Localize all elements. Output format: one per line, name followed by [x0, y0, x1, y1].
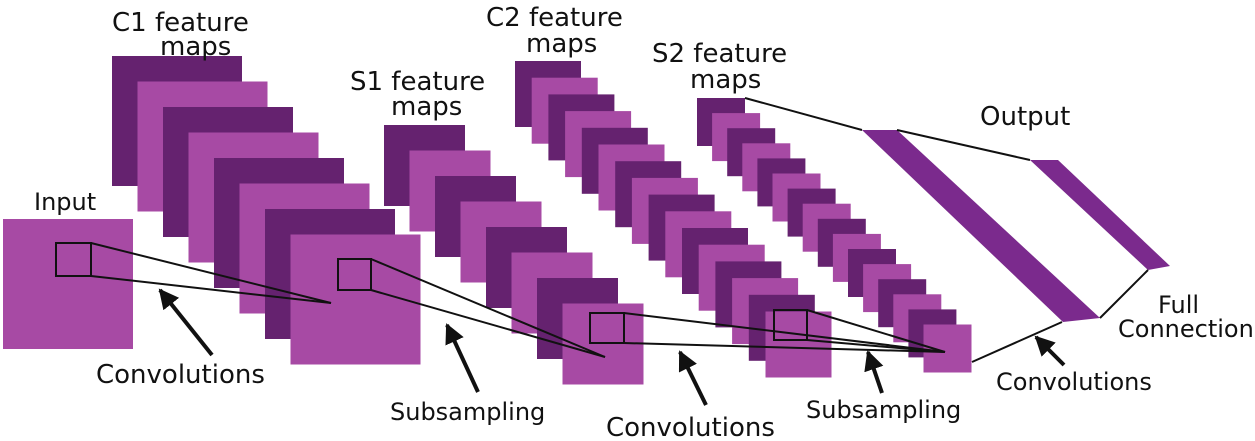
s1-receptive-field — [589, 312, 625, 344]
arrow-convolutions-1 — [158, 288, 214, 357]
subsampling-label-1: Subsampling — [390, 398, 545, 426]
c1-feature-maps — [112, 56, 421, 365]
convolutions-label-2: Convolutions — [606, 413, 775, 441]
s2-feature-maps — [697, 98, 972, 373]
c1-receptive-field — [337, 258, 372, 291]
s2-label-line1: S2 feature — [652, 39, 787, 69]
c2-feature-maps — [515, 61, 832, 378]
output-layer — [1030, 160, 1170, 270]
output-label: Output — [980, 102, 1070, 132]
s1-label-line2: maps — [391, 92, 462, 122]
c1-label-line2: maps — [160, 32, 231, 62]
c2-label-line1: C2 feature — [486, 3, 623, 33]
c1-label-line1: C1 feature — [112, 8, 249, 38]
full-connection-line1: Full — [1158, 291, 1199, 319]
c2-label-line2: maps — [526, 29, 597, 59]
convolutions-label-3: Convolutions — [996, 368, 1152, 396]
fully-connected-layer — [862, 130, 1100, 322]
s1-feature-maps — [384, 125, 644, 385]
input-label: Input — [34, 188, 96, 216]
projection-lines — [90, 97, 1149, 363]
convolutions-label-1: Convolutions — [96, 360, 265, 390]
c1-feature-map — [290, 234, 421, 365]
arrow-subsampling-1 — [445, 323, 480, 393]
subsampling-label-2: Subsampling — [806, 396, 961, 424]
arrow-convolutions-2 — [678, 350, 708, 406]
arrows — [158, 288, 1066, 406]
arrow-convolutions-3 — [1034, 335, 1066, 367]
arrow-subsampling-2 — [864, 350, 884, 394]
full-connection-line2: Connection — [1118, 315, 1254, 343]
input-receptive-field — [55, 242, 92, 277]
c2-receptive-field — [773, 309, 808, 341]
s1-label-line1: S1 feature — [350, 67, 485, 97]
s2-label-line2: maps — [690, 65, 761, 95]
input-image — [3, 219, 133, 349]
c2-feature-map — [765, 311, 832, 378]
